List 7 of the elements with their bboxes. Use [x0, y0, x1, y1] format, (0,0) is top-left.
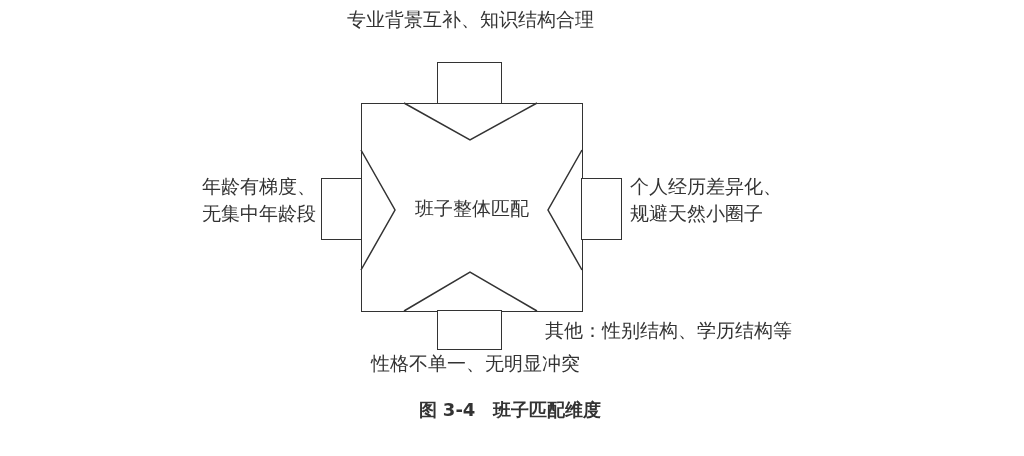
note-text: 其他：性别结构、学历结构等 [545, 318, 792, 343]
center-label: 班子整体匹配 [415, 195, 529, 220]
dimension-label: 专业背景互补、知识结构合理 [346, 7, 594, 32]
dimension-label: 个人经历差异化、规避天然小圈子 [630, 174, 783, 226]
dimension-label: 性格不单一、无明显冲突 [370, 351, 580, 376]
figure-caption: 图 3-4 班子匹配维度 [418, 398, 602, 422]
dimension-label: 年龄有梯度、无集中年龄段 [201, 174, 316, 226]
